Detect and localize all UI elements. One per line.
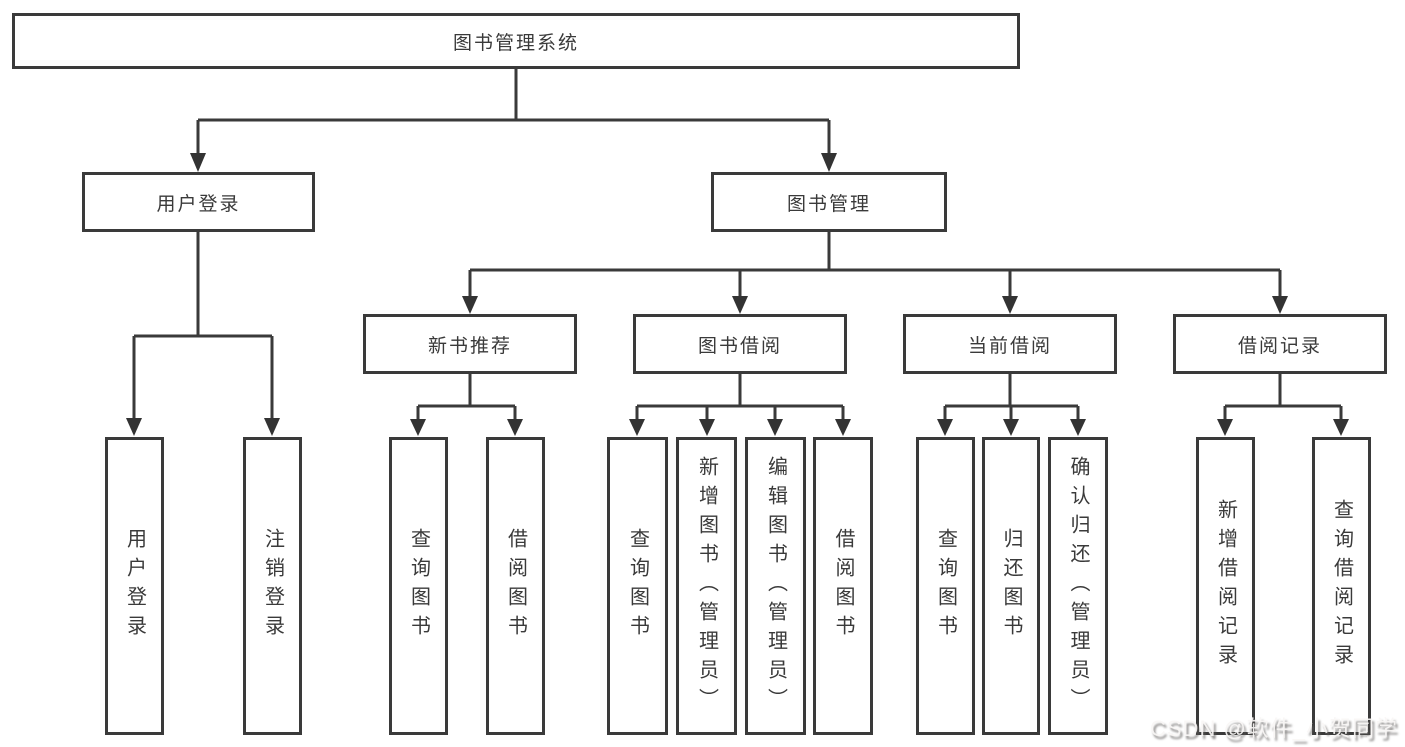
leaf-label: 编辑图书（管理员） <box>764 455 787 717</box>
leaf-label: 用户登录 <box>123 528 146 644</box>
node-label: 新书推荐 <box>427 335 512 357</box>
leaf-query-books: 查询图书 <box>389 437 448 735</box>
node-new-book-recommend: 新书推荐 <box>363 314 577 374</box>
node-current-borrowing: 当前借阅 <box>903 314 1117 374</box>
node-book-borrowing: 图书借阅 <box>633 314 847 374</box>
node-label: 借阅记录 <box>1237 335 1322 357</box>
leaf-query-books: 查询图书 <box>607 437 668 735</box>
leaf-label: 查询图书 <box>626 528 649 644</box>
leaf-label: 借阅图书 <box>832 528 854 644</box>
node-user-login: 用户登录 <box>82 172 315 232</box>
leaf-label: 归还图书 <box>1000 528 1022 644</box>
leaf-confirm-return-admin: 确认归还（管理员） <box>1048 437 1108 735</box>
leaf-edit-books-admin: 编辑图书（管理员） <box>745 437 806 735</box>
node-label: 图书管理 <box>786 193 871 215</box>
connector-new-book-recommend-to-leaves <box>410 372 523 436</box>
leaf-label: 查询图书 <box>407 528 430 644</box>
leaf-query-borrow-record: 查询借阅记录 <box>1312 437 1371 735</box>
leaf-label: 新增图书（管理员） <box>695 455 718 717</box>
connector-book-management-to-level3 <box>462 230 1288 314</box>
leaf-add-borrow-record: 新增借阅记录 <box>1196 437 1255 735</box>
leaf-label: 查询借阅记录 <box>1330 499 1353 673</box>
node-label: 图书借阅 <box>697 335 782 357</box>
connector-book-borrowing-to-leaves <box>629 372 851 436</box>
node-borrowing-records: 借阅记录 <box>1173 314 1387 374</box>
leaf-borrow-books: 借阅图书 <box>813 437 873 735</box>
leaf-logout: 注销登录 <box>243 437 302 735</box>
leaf-label: 注销登录 <box>261 528 284 644</box>
connector-user-login-to-leaves <box>126 230 280 436</box>
node-label: 用户登录 <box>156 193 241 215</box>
node-label: 图书管理系统 <box>452 32 579 54</box>
connector-current-borrowing-to-leaves <box>937 372 1086 436</box>
leaf-label: 借阅图书 <box>504 528 527 644</box>
leaf-borrow-books: 借阅图书 <box>486 437 545 735</box>
node-book-management: 图书管理 <box>711 172 947 232</box>
leaf-add-books-admin: 新增图书（管理员） <box>676 437 737 735</box>
node-library-management-system: 图书管理系统 <box>12 13 1020 69</box>
leaf-return-books: 归还图书 <box>982 437 1040 735</box>
connector-borrowing-records-to-leaves <box>1217 372 1349 436</box>
leaf-label: 新增借阅记录 <box>1214 499 1237 673</box>
leaf-label: 确认归还（管理员） <box>1067 455 1089 717</box>
csdn-watermark: CSDN @软件_小贺同学 <box>1150 716 1399 741</box>
leaf-label: 查询图书 <box>934 528 957 644</box>
node-label: 当前借阅 <box>967 335 1052 357</box>
leaf-user-login: 用户登录 <box>105 437 164 735</box>
connector-root-to-level2 <box>190 67 837 172</box>
leaf-query-books: 查询图书 <box>916 437 975 735</box>
